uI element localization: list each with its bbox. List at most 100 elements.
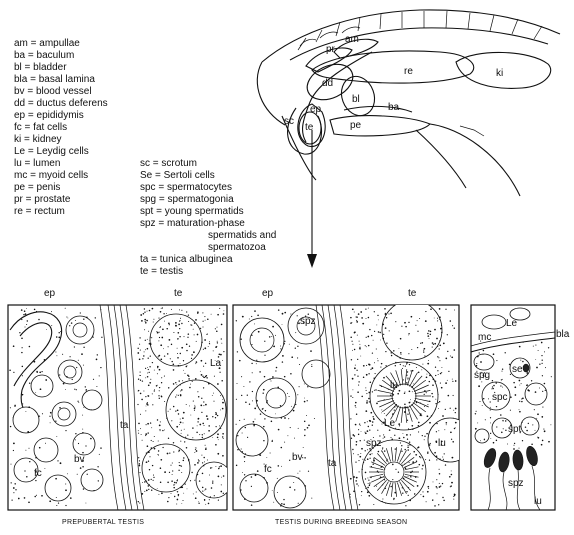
- label-ba: ba: [388, 102, 400, 113]
- panel1-tubule: [34, 438, 58, 462]
- legend-mc: mc = myoid cells: [14, 170, 88, 181]
- panel3-label-bla: bla: [556, 329, 570, 340]
- arrow-down-icon: [307, 254, 317, 268]
- panel-breeding-season: ep te: [233, 288, 472, 526]
- panel1-label-fc: fc: [34, 468, 42, 479]
- label-pr: pr: [326, 44, 336, 55]
- legend-spg: spg = spermatogonia: [140, 194, 234, 205]
- panel3-label-spz: spz: [508, 478, 524, 489]
- panel1-seminiferous-cord: [150, 314, 202, 366]
- panel2-label-lu: lu: [390, 380, 398, 391]
- panel1-fat-cell: [45, 475, 71, 501]
- legend-right: sc = scrotum Se = Sertoli cells spc = sp…: [140, 158, 276, 277]
- panel1-label-te: te: [174, 288, 183, 299]
- panel1-tubule: [73, 433, 95, 455]
- panel1-tubule: [31, 375, 53, 397]
- label-ep: ep: [310, 104, 322, 115]
- panel1-tubule: [52, 402, 76, 426]
- label-ki: ki: [496, 68, 503, 79]
- label-te: te: [305, 122, 314, 133]
- legend-ki: ki = kidney: [14, 134, 62, 145]
- legend-spt: spt = young spermatids: [140, 206, 244, 217]
- legend-pr: pr = prostate: [14, 194, 71, 205]
- panel1-seminiferous-cord: [196, 462, 232, 498]
- panel3-label-le: Le: [506, 318, 518, 329]
- label-sc: sc: [284, 116, 294, 127]
- panel1-label-ep: ep: [44, 288, 56, 299]
- anatomy-sketch: pr am dd re ki bl ep sc te ba pe: [257, 10, 560, 268]
- panel2-label-ta: ta: [328, 458, 337, 469]
- panel1-label-bv: bv: [74, 454, 85, 465]
- legend-ba: ba = baculum: [14, 50, 74, 61]
- panel2-label-spz-top: spz: [300, 316, 316, 327]
- panel2-label-fc: fc: [264, 464, 272, 475]
- panel3-label-spg: spg: [474, 370, 490, 381]
- panel3-label-lu: lu: [534, 496, 542, 507]
- panel2-epididymal-tubule: [302, 360, 330, 388]
- legend-pe: pe = penis: [14, 182, 60, 193]
- body-back-outline: [257, 62, 285, 125]
- kidney: [456, 52, 551, 88]
- panel3-label-spc: spc: [492, 392, 508, 403]
- legend-bl: bl = bladder: [14, 62, 67, 73]
- panel2-label-spz: spz: [366, 438, 382, 449]
- panel-prepubertal: ep te: [8, 288, 232, 526]
- panel2-label-ep: ep: [262, 288, 274, 299]
- label-pe: pe: [350, 120, 362, 131]
- panel-detail: Le bla mc se spg spc spt spz lu: [471, 305, 570, 510]
- panel1-tubule: [58, 360, 82, 384]
- panel1-tubule: [82, 390, 102, 410]
- legend-ep: ep = epididymis: [14, 110, 84, 121]
- panel1-seminiferous-cord: [166, 380, 226, 440]
- panel2-epididymal-tubule: [236, 424, 268, 456]
- legend-spz: spz = maturation-phase: [140, 218, 245, 229]
- panel2-label-le: Le: [384, 418, 396, 429]
- panel2-epididymal-tubule: [240, 318, 284, 362]
- label-am: am: [345, 34, 359, 45]
- label-dd: dd: [322, 78, 333, 89]
- label-re: re: [404, 66, 413, 77]
- panel2-label-te: te: [408, 288, 417, 299]
- panel3-label-se: se: [512, 364, 523, 375]
- rectum: [312, 51, 474, 83]
- legend-sc: sc = scrotum: [140, 158, 197, 169]
- legend-spz-cont1: spermatids and: [208, 230, 276, 241]
- panel2-fat-cell: [274, 476, 306, 508]
- legend-ta: ta = tunica albuginea: [140, 254, 233, 265]
- panel1-label-ta: ta: [120, 420, 129, 431]
- legend-spz-cont2: spermatozoa: [208, 242, 266, 253]
- panel2-epididymal-tubule: [256, 378, 296, 418]
- baculum: [344, 106, 412, 112]
- panel2-caption: TESTIS DURING BREEDING SEASON: [275, 519, 407, 526]
- panel3-spermatocyte: [525, 383, 547, 405]
- legend-bla: bla = basal lamina: [14, 74, 95, 85]
- legend-left: am = ampullae ba = baculum bl = bladder …: [14, 38, 108, 217]
- fur-lines: [460, 126, 484, 136]
- legend-lu: lu = lumen: [14, 158, 60, 169]
- legend-le: Le = Leydig cells: [14, 146, 89, 157]
- legend-spc: spc = spermatocytes: [140, 182, 232, 193]
- panel1-label-la: La: [210, 358, 222, 369]
- legend-se: Se = Sertoli cells: [140, 170, 215, 181]
- legend-re: re = rectum: [14, 206, 65, 217]
- panel2-label-lu-2: lu: [438, 438, 446, 449]
- panel2-label-bv: bv: [292, 452, 303, 463]
- legend-te: te = testis: [140, 266, 183, 277]
- panel2-seminiferous-tubule: [382, 300, 442, 360]
- legend-bv: bv = blood vessel: [14, 86, 92, 97]
- legend-fc: fc = fat cells: [14, 122, 67, 133]
- panel3-label-mc: mc: [478, 332, 491, 343]
- panel3-label-spt: spt: [508, 424, 522, 435]
- legend-dd: dd = ductus deferens: [14, 98, 108, 109]
- panel1-caption: PREPUBERTAL TESTIS: [62, 519, 144, 526]
- panel3-leydig-cell: [482, 315, 506, 329]
- panel1-tubule: [66, 316, 94, 344]
- leg-outline-back: [416, 130, 466, 188]
- penis: [330, 116, 430, 136]
- panel1-tubule: [13, 407, 39, 433]
- legend-am: am = ampullae: [14, 38, 80, 49]
- leg-outline-front: [430, 124, 520, 196]
- panel2-seminiferous-tubule: [428, 418, 472, 462]
- label-bl: bl: [352, 94, 360, 105]
